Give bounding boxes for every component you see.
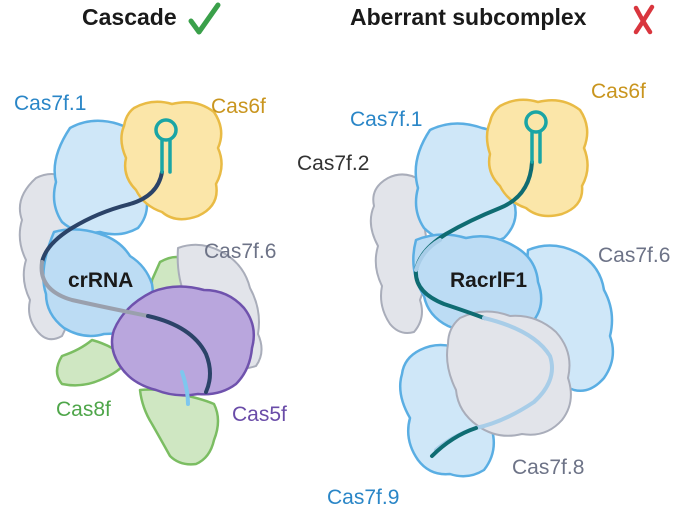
label-cas5f: Cas5f (232, 403, 287, 426)
left-panel-title: Cascade (82, 4, 177, 30)
right-title-group: Aberrant subcomplex (350, 4, 655, 35)
label-cas7f1-right: Cas7f.1 (350, 108, 422, 131)
cas6f-subunit-right (485, 98, 589, 218)
crrna-strand-back (39, 260, 150, 318)
crrna-strand-end (180, 370, 190, 406)
label-crrna: crRNA (68, 269, 133, 292)
cross-icon (633, 4, 655, 35)
rna-strand-right-light (414, 238, 442, 272)
crrna-hairpin-loop (154, 118, 178, 142)
cas5f-subunit (110, 285, 255, 397)
crrna-hairpin-icon (160, 138, 172, 174)
label-cas7f9: Cas7f.9 (327, 486, 399, 509)
right-panel-title: Aberrant subcomplex (350, 4, 587, 30)
label-cas7f6-right: Cas7f.6 (598, 244, 670, 267)
label-cas7f6-left: Cas7f.6 (204, 240, 276, 263)
rna-hairpin-icon-right (530, 130, 542, 164)
label-cas7f2-right: Cas7f.2 (297, 152, 369, 175)
cascade-complex: Cas7f.1 Cas6f Cas7f.6 crRNA Cas8f Cas5f (14, 92, 287, 466)
rna-strand-right-end (430, 426, 478, 458)
aberrant-subcomplex: Cas7f.1 Cas6f Cas7f.2 Cas7f.6 RacrlF1 Ca… (297, 80, 670, 509)
crrna-strand-front (146, 314, 212, 394)
label-cas6f-left: Cas6f (211, 95, 266, 118)
label-cas7f1-left: Cas7f.1 (14, 92, 86, 115)
crrna-strand (40, 170, 164, 264)
label-racrlf1: RacrlF1 (450, 269, 527, 292)
label-cas8f: Cas8f (56, 398, 111, 421)
left-title-group: Cascade (82, 2, 221, 35)
label-cas6f-right: Cas6f (591, 80, 646, 103)
rna-hairpin-loop-right (524, 110, 548, 134)
check-icon (188, 2, 221, 35)
label-cas7f8: Cas7f.8 (512, 456, 584, 479)
